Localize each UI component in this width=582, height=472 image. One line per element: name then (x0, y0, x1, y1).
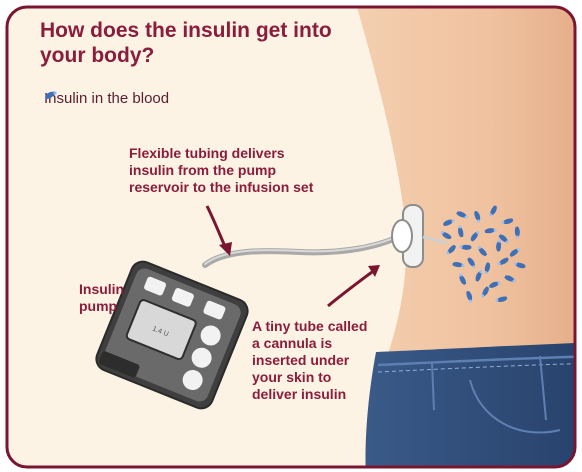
cannula-annotation: A tiny tube called a cannula is inserted… (252, 318, 392, 403)
insulin-molecule-icon (44, 90, 58, 100)
legend-label: Insulin in the blood (44, 90, 169, 107)
tubing-annotation: Flexible tubing delivers insulin from th… (129, 145, 359, 196)
pump-annotation: Insulin pump (79, 281, 159, 315)
diagram-title: How does the insulin get into your body? (40, 18, 370, 68)
legend: Insulin in the blood (44, 90, 169, 107)
